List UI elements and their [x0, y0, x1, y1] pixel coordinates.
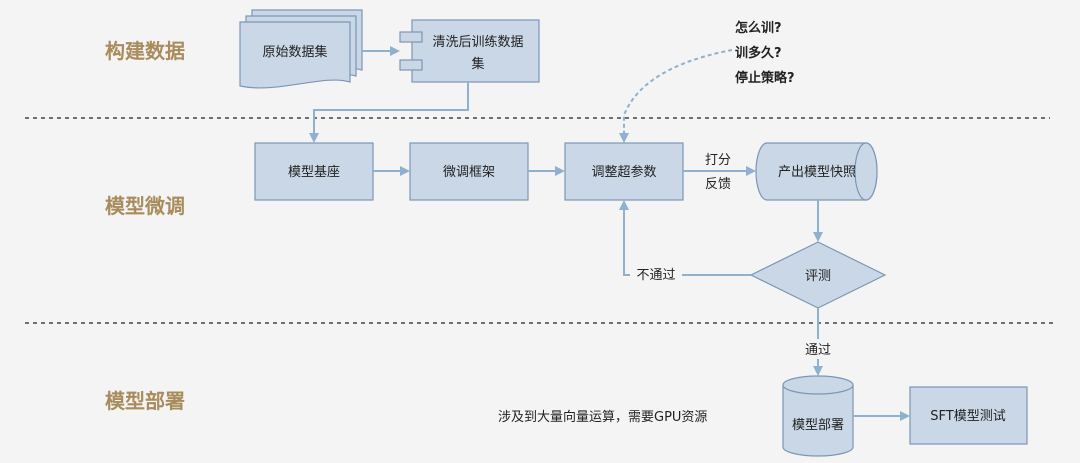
- clean-dataset-label-2: 集: [471, 56, 484, 72]
- edge-label-not-pass: 不通过: [636, 268, 675, 283]
- clean-dataset-label-1: 清洗后训练数据: [432, 35, 523, 50]
- question-line: 怎么训?: [735, 20, 782, 36]
- finetune-framework-node: 微调框架: [409, 142, 529, 201]
- raw-dataset-node: 原始数据集: [239, 9, 363, 89]
- evaluate-node: 评测: [749, 241, 887, 309]
- sft-test-node: SFT模型测试: [909, 386, 1028, 445]
- section-title-deploy: 模型部署: [105, 389, 185, 413]
- finetune-framework-label: 微调框架: [443, 165, 495, 180]
- base-model-label: 模型基座: [288, 165, 340, 180]
- clean-dataset-node: 清洗后训练数据 集: [399, 19, 540, 83]
- question-line: 停止策略?: [735, 70, 795, 86]
- raw-dataset-label: 原始数据集: [262, 44, 327, 60]
- model-deploy-node: 模型部署: [782, 375, 854, 457]
- edge-label-score: 打分: [705, 153, 731, 168]
- edge-clean-to-base: [309, 82, 469, 143]
- section-title-build-data: 构建数据: [105, 39, 185, 63]
- gpu-note: 涉及到大量向量运算，需要GPU资源: [498, 409, 707, 425]
- tune-hyperparams-node: 调整超参数: [564, 142, 684, 201]
- model-snapshot-node: 产出模型快照: [755, 142, 878, 201]
- edge-evaluate-fail-loop: [619, 200, 751, 276]
- edge-label-pass: 通过: [805, 343, 831, 358]
- sft-test-label: SFT模型测试: [930, 409, 1005, 424]
- edge-questions-to-hyperparams: [619, 49, 733, 143]
- base-model-node: 模型基座: [254, 142, 374, 201]
- evaluate-label: 评测: [805, 269, 831, 284]
- tune-hyperparams-label: 调整超参数: [591, 164, 656, 180]
- model-snapshot-label: 产出模型快照: [778, 165, 856, 180]
- section-title-fine-tune: 模型微调: [105, 194, 185, 218]
- question-line: 训多久?: [735, 45, 782, 61]
- edge-label-feedback: 反馈: [705, 177, 731, 192]
- model-deploy-label: 模型部署: [792, 418, 844, 433]
- questions-note: 怎么训? 训多久? 停止策略?: [735, 20, 795, 86]
